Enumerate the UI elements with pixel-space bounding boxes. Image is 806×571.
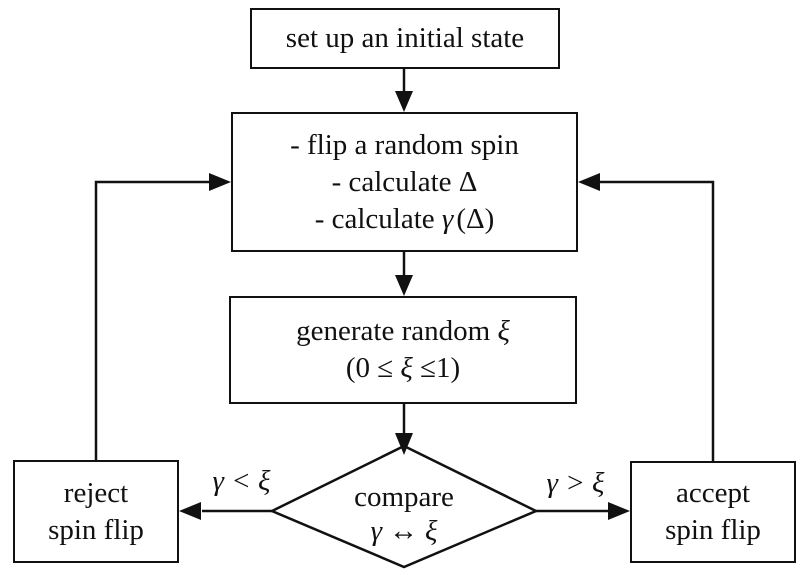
- bidirectional-arrow-symbol: ↔: [389, 515, 418, 547]
- node-setup-label: set up an initial state: [285, 22, 525, 54]
- node-setup-initial-state: set up an initial state: [250, 8, 560, 69]
- node-compare-line1: compare: [354, 481, 454, 513]
- node-accept-line1: accept: [675, 477, 751, 509]
- gamma-symbol: γ: [441, 202, 454, 235]
- gamma-symbol: γ: [370, 515, 382, 547]
- node-compare: compare γ↔ξ: [304, 480, 504, 548]
- arrowhead-compare-to-reject: [179, 502, 201, 520]
- xi-symbol: ξ: [425, 515, 438, 547]
- node-flip-line2: - calculate Δ: [331, 165, 478, 198]
- node-compare-line2: γ↔ξ: [304, 514, 504, 548]
- arrowhead-flip-to-generate: [395, 275, 413, 296]
- node-generate-line2: (0 ≤ ξ ≤1): [346, 350, 460, 387]
- node-accept-line2: spin flip: [665, 514, 761, 546]
- node-flip-line3-prefix: - calculate: [314, 202, 442, 235]
- node-generate-line2-suffix: ≤1): [412, 352, 461, 384]
- node-reject-line1: reject: [63, 476, 129, 509]
- node-flip-line1: - flip a random spin: [290, 128, 519, 161]
- node-generate-line2-prefix: (0 ≤: [345, 352, 401, 384]
- xi-symbol: ξ: [497, 315, 510, 347]
- node-flip-line3-suffix: (Δ): [456, 202, 495, 235]
- xi-symbol: ξ: [400, 352, 413, 384]
- node-generate-line1: generate random ξ: [296, 313, 510, 350]
- label-accept-condition: γ > ξ: [546, 467, 605, 499]
- node-generate-random: generate random ξ (0 ≤ ξ ≤1): [229, 296, 577, 404]
- node-generate-line1-prefix: generate random: [296, 315, 498, 347]
- node-reject-line2: spin flip: [48, 513, 144, 546]
- node-flip-random-spin: - flip a random spin - calculate Δ - cal…: [231, 112, 578, 252]
- compare-diamond-shape: [268, 444, 540, 569]
- arrow-accept-loop: [599, 180, 715, 461]
- arrowhead-reject-loop: [209, 173, 231, 191]
- node-flip-line3: - calculate γ(Δ): [315, 201, 495, 238]
- node-reject-spin-flip: reject spin flip: [13, 460, 179, 563]
- arrow-reject-loop: [94, 180, 210, 460]
- arrowhead-accept-loop: [578, 173, 600, 191]
- arrowhead-setup-to-flip: [395, 91, 413, 112]
- arrowhead-generate-to-compare: [395, 433, 413, 455]
- node-accept-spin-flip: accept spin flip: [630, 461, 796, 563]
- label-reject-condition: γ < ξ: [212, 465, 271, 497]
- arrowhead-compare-to-accept: [608, 502, 630, 520]
